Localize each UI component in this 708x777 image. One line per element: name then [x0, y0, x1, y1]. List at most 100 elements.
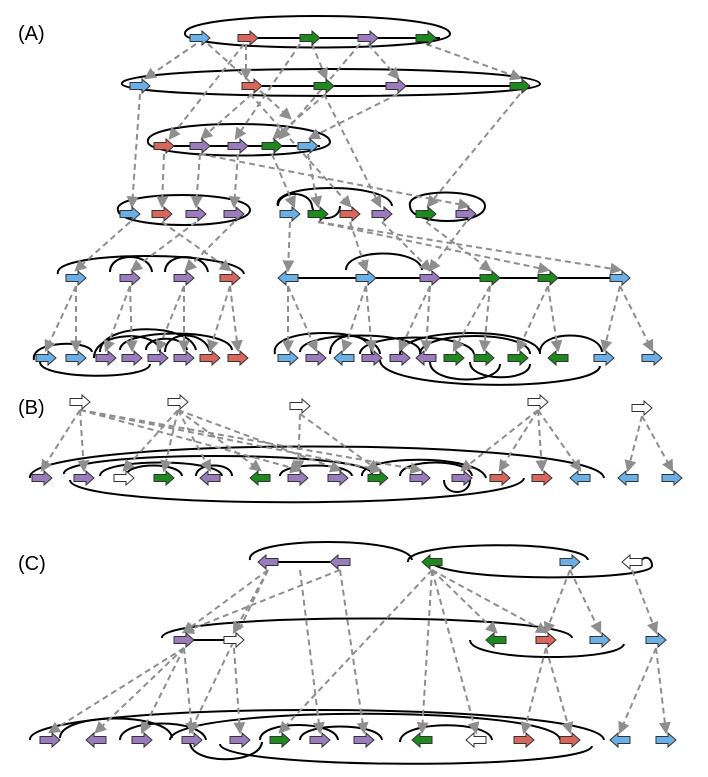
blue-gene-arrow-icon [355, 269, 377, 287]
green-gene-arrow-icon [485, 631, 507, 649]
ancestry-link [547, 285, 563, 353]
green-gene-arrow-icon [411, 731, 433, 749]
ancestry-link [144, 43, 197, 80]
ancestry-link [229, 285, 243, 353]
purple-gene-arrow-icon [173, 269, 195, 287]
red-gene-arrow-icon [513, 731, 535, 749]
ancestry-link [600, 285, 621, 353]
purple-gene-arrow-icon [287, 469, 309, 487]
green-gene-arrow-icon [415, 29, 437, 47]
ancestry-link [156, 285, 185, 353]
ancestry-link [182, 569, 269, 634]
ancestry-link [431, 569, 549, 634]
purple-gene-arrow-icon [181, 731, 203, 749]
ancestry-link [381, 221, 432, 272]
ancestry-link [177, 409, 262, 472]
ancestry-link [287, 285, 318, 353]
ancestry-link [425, 43, 523, 81]
purple-gene-arrow-icon [385, 77, 407, 95]
panel-a-structure [32, 15, 625, 386]
ancestry-link [184, 221, 235, 272]
white-gene-arrow-icon [465, 731, 487, 749]
purple-gene-arrow-icon [31, 469, 53, 487]
green-gene-arrow-icon [443, 349, 465, 367]
ancestry-link [299, 413, 380, 472]
green-gene-arrow-icon [537, 269, 559, 287]
green-gene-arrow-icon [507, 349, 529, 367]
purple-gene-arrow-icon [409, 469, 431, 487]
purple-gene-arrow-icon [451, 469, 473, 487]
red-gene-arrow-icon [531, 469, 553, 487]
ancestry-link [416, 569, 433, 735]
ancestry-link [624, 415, 643, 473]
blue-gene-arrow-icon [559, 553, 581, 571]
ancestry-link [125, 285, 138, 353]
blue-gene-arrow-icon [189, 29, 211, 47]
blue-gene-arrow-icon [35, 349, 57, 367]
ancestry-link [365, 285, 378, 353]
ancestry-link [188, 569, 269, 735]
green-gene-arrow-icon [509, 77, 531, 95]
green-gene-arrow-icon [479, 269, 501, 287]
purple-gene-arrow-icon [419, 269, 441, 287]
ancestry-link [452, 285, 491, 353]
white-gene-arrow-icon [69, 393, 91, 411]
ancestry-link [74, 221, 131, 272]
ancestry-link [77, 409, 90, 473]
purple-gene-arrow-icon [327, 469, 349, 487]
purple-gene-arrow-icon [199, 469, 221, 487]
white-gene-arrow-icon [223, 631, 245, 649]
purple-gene-arrow-icon [173, 349, 195, 367]
blue-gene-arrow-icon [65, 269, 87, 287]
ancestry-link [619, 285, 654, 353]
blue-gene-arrow-icon [609, 269, 631, 287]
green-gene-arrow-icon [415, 205, 437, 223]
purple-gene-arrow-icon [95, 349, 117, 367]
ancestry-link [278, 569, 433, 734]
ancestry-link [428, 221, 467, 272]
blue-gene-arrow-icon [641, 349, 663, 367]
ancestry-link [79, 409, 423, 475]
ancestry-link [535, 409, 548, 473]
gene-arrows [31, 29, 683, 749]
ancestry-link [431, 569, 480, 735]
ancestry-link [317, 221, 551, 274]
ancestry-link [618, 647, 657, 735]
ancestry-link [156, 153, 169, 209]
ancestry-link [228, 153, 241, 209]
purple-gene-arrow-icon [257, 553, 279, 571]
ancestry-link [426, 93, 521, 208]
blue-gene-arrow-icon [589, 631, 611, 649]
purple-gene-arrow-icon [223, 205, 245, 223]
ancestry-link [47, 647, 185, 734]
ancestry-link [130, 221, 197, 272]
ancestry-link [311, 43, 328, 81]
ancestry-link [177, 409, 343, 473]
ancestry-link [44, 285, 77, 353]
ancestry-link [317, 221, 623, 275]
purple-gene-arrow-icon [85, 731, 107, 749]
blue-gene-arrow-icon [645, 631, 667, 649]
ancestry-link [420, 285, 433, 353]
panel-label-c: (C) [18, 553, 46, 575]
purple-gene-arrow-icon [173, 631, 195, 649]
ancestry-link [537, 409, 582, 472]
ancestry-link [233, 647, 246, 735]
ancestry-link [292, 413, 305, 473]
green-gene-arrow-icon [249, 469, 271, 487]
red-gene-arrow-icon [559, 731, 581, 749]
ancestry-link [126, 93, 141, 209]
purple-gene-arrow-icon [39, 731, 61, 749]
ancestry-link [103, 285, 131, 353]
red-gene-arrow-icon [151, 205, 173, 223]
green-gene-arrow-icon [313, 77, 335, 95]
ancestry-link [367, 43, 400, 80]
ancestry-link [631, 569, 659, 635]
ancestry-link [307, 153, 323, 209]
purple-gene-arrow-icon [119, 269, 141, 287]
red-gene-arrow-icon [241, 77, 263, 95]
purple-gene-arrow-icon [455, 205, 477, 223]
ancestry-link [398, 285, 431, 353]
green-gene-arrow-icon [473, 349, 495, 367]
green-gene-arrow-icon [547, 349, 569, 367]
